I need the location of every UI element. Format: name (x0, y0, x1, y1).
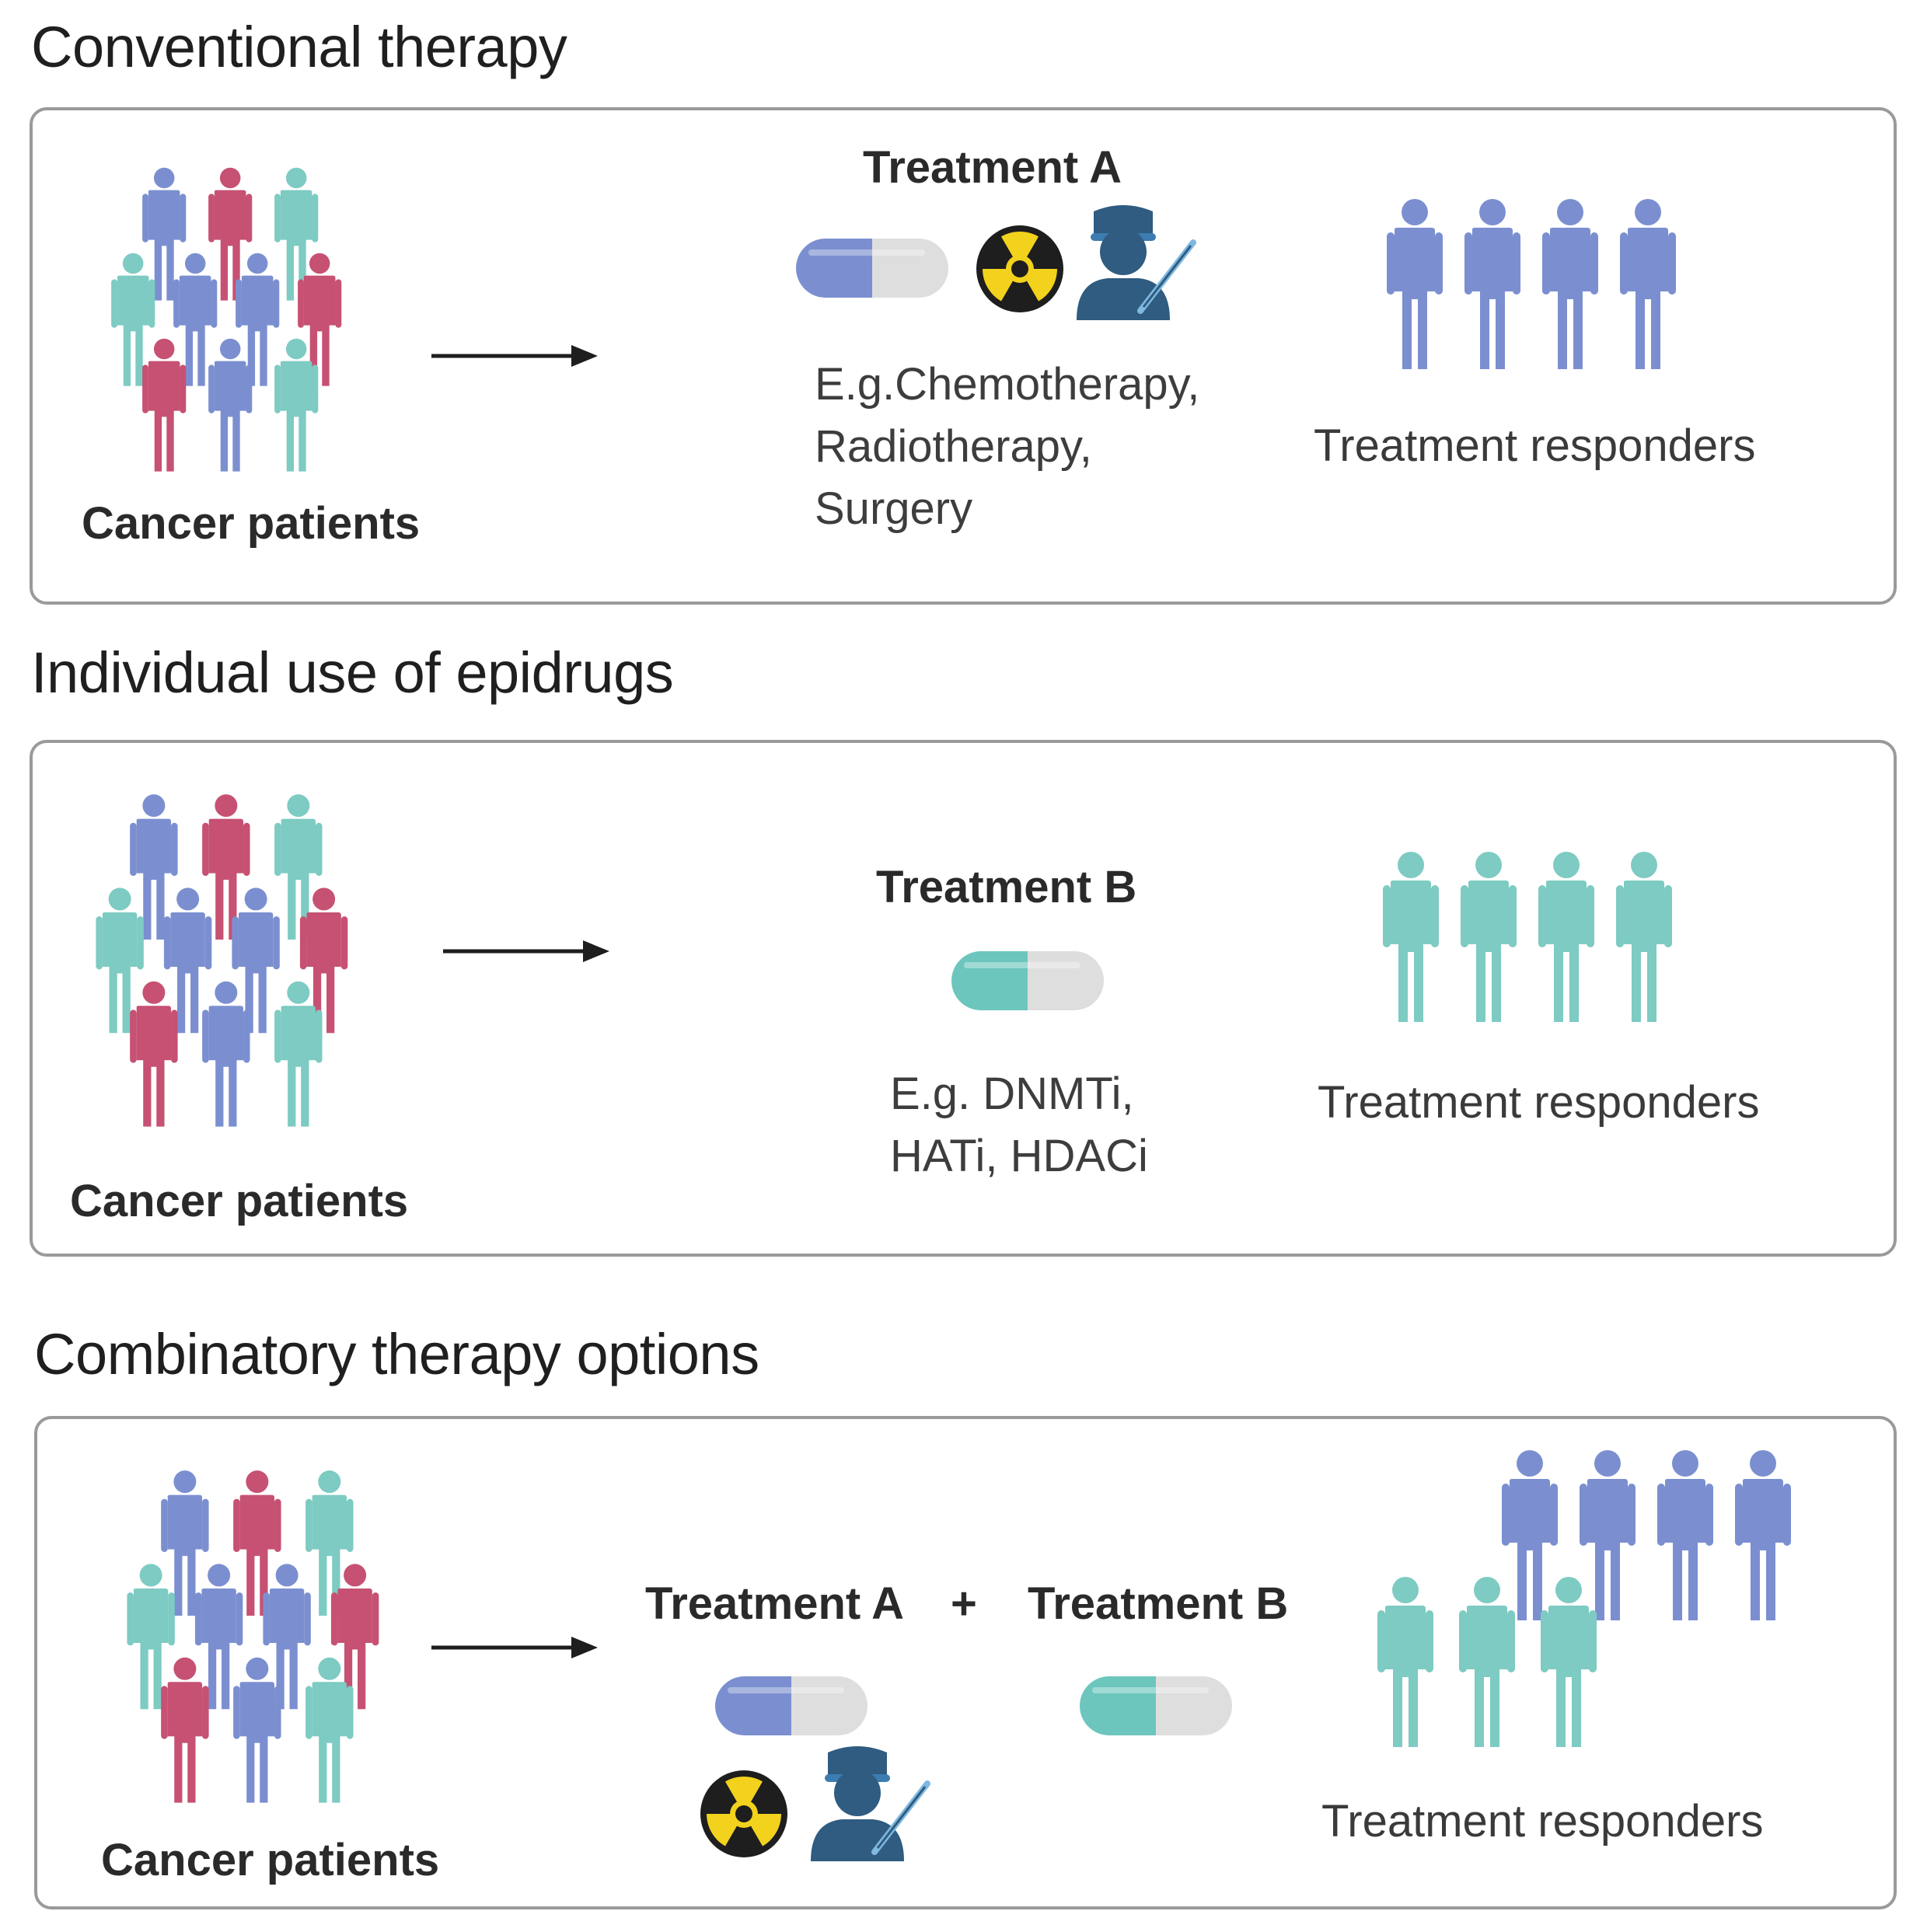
person-icon (130, 981, 178, 1127)
arrow-head (571, 1637, 598, 1658)
capsule-blue-icon (796, 239, 948, 298)
arrow-icon (431, 345, 598, 367)
person-icon (1502, 1450, 1558, 1620)
responders-group-icon (1502, 1450, 1791, 1620)
person-icon (274, 338, 319, 472)
treatment-b-label: Treatment B (876, 862, 1137, 912)
person-icon (1542, 199, 1598, 369)
patients-label: Cancer patients (82, 498, 421, 549)
person-icon (142, 338, 187, 472)
responders-group-icon (1377, 1577, 1597, 1747)
patients-label: Cancer patients (70, 1176, 409, 1226)
person-icon (1735, 1450, 1791, 1620)
surgeon-icon (811, 1746, 930, 1861)
person-icon (298, 253, 342, 386)
capsule-teal-icon (1080, 1676, 1232, 1735)
capsule-teal-icon (951, 951, 1104, 1010)
patients-label: Cancer patients (101, 1835, 440, 1885)
treatment-examples: E.g.Chemotherapy, Radiotherapy, Surgery (815, 354, 1199, 540)
radiation-icon (700, 1770, 787, 1857)
surgeon-icon (1077, 205, 1196, 320)
person-icon (305, 1470, 354, 1616)
person-icon (274, 794, 323, 940)
person-icon (142, 167, 187, 301)
person-icon (233, 1470, 281, 1616)
person-icon (1620, 199, 1676, 369)
person-icon (163, 888, 212, 1034)
person-icon (127, 1564, 175, 1710)
person-icon (202, 981, 250, 1127)
treatment-b-label: Treatment B (1028, 1578, 1289, 1629)
person-icon (1377, 1577, 1433, 1747)
plus-sign: + (951, 1578, 977, 1629)
person-icon (274, 981, 323, 1127)
person-icon (1657, 1450, 1713, 1620)
responders-label: Treatment responders (1321, 1796, 1764, 1847)
person-icon (161, 1657, 209, 1803)
person-icon (236, 253, 280, 386)
example-line: E.g.Chemotherapy, (815, 359, 1200, 410)
example-line: Radiotherapy, (815, 421, 1092, 472)
treatment-examples: E.g. DNMTi, HATi, HDACi (890, 1063, 1148, 1187)
example-line: HATi, HDACi (890, 1131, 1148, 1181)
person-icon (1541, 1577, 1597, 1747)
arrow-head (571, 345, 598, 367)
person-icon (111, 253, 155, 386)
section-heading-epidrugs: Individual use of epidrugs (31, 640, 674, 705)
person-icon (299, 888, 348, 1034)
person-icon (1538, 852, 1594, 1022)
person-icon (1383, 852, 1439, 1022)
treatment-a-label: Treatment A (863, 142, 1122, 193)
person-icon (173, 253, 218, 386)
responders-label: Treatment responders (1318, 1077, 1760, 1128)
section-heading-combinatory: Combinatory therapy options (34, 1322, 759, 1386)
person-icon (1459, 1577, 1515, 1747)
treatment-a-label: Treatment A (645, 1578, 905, 1629)
person-icon (96, 888, 144, 1034)
example-line: Surgery (815, 483, 973, 534)
person-icon (1464, 199, 1520, 369)
section-heading-conventional: Conventional therapy (31, 15, 567, 79)
person-icon (130, 794, 178, 940)
person-icon (208, 167, 253, 301)
patient-crowd-icon (111, 167, 342, 472)
person-icon (1387, 199, 1443, 369)
panel-conventional-therapy (30, 107, 1897, 605)
person-icon (1580, 1450, 1636, 1620)
person-icon (208, 338, 253, 472)
responders-label: Treatment responders (1314, 420, 1756, 471)
responders-group-icon (1387, 199, 1676, 369)
person-icon (263, 1564, 311, 1710)
person-icon (161, 1470, 209, 1616)
responders-group-icon (1383, 852, 1672, 1022)
radiation-icon (976, 225, 1063, 312)
person-icon (330, 1564, 379, 1710)
arrow-icon (431, 1637, 598, 1658)
person-icon (202, 794, 250, 940)
person-icon (274, 167, 319, 301)
person-icon (232, 888, 280, 1034)
capsule-blue-icon (715, 1676, 867, 1735)
arrow-icon (443, 940, 609, 962)
person-icon (1616, 852, 1672, 1022)
person-icon (233, 1657, 281, 1803)
example-line: E.g. DNMTi, (890, 1069, 1134, 1119)
person-icon (305, 1657, 354, 1803)
person-icon (194, 1564, 243, 1710)
person-icon (1461, 852, 1517, 1022)
patient-crowd-icon (127, 1470, 379, 1803)
arrow-head (583, 940, 609, 962)
patient-crowd-icon (96, 794, 348, 1127)
